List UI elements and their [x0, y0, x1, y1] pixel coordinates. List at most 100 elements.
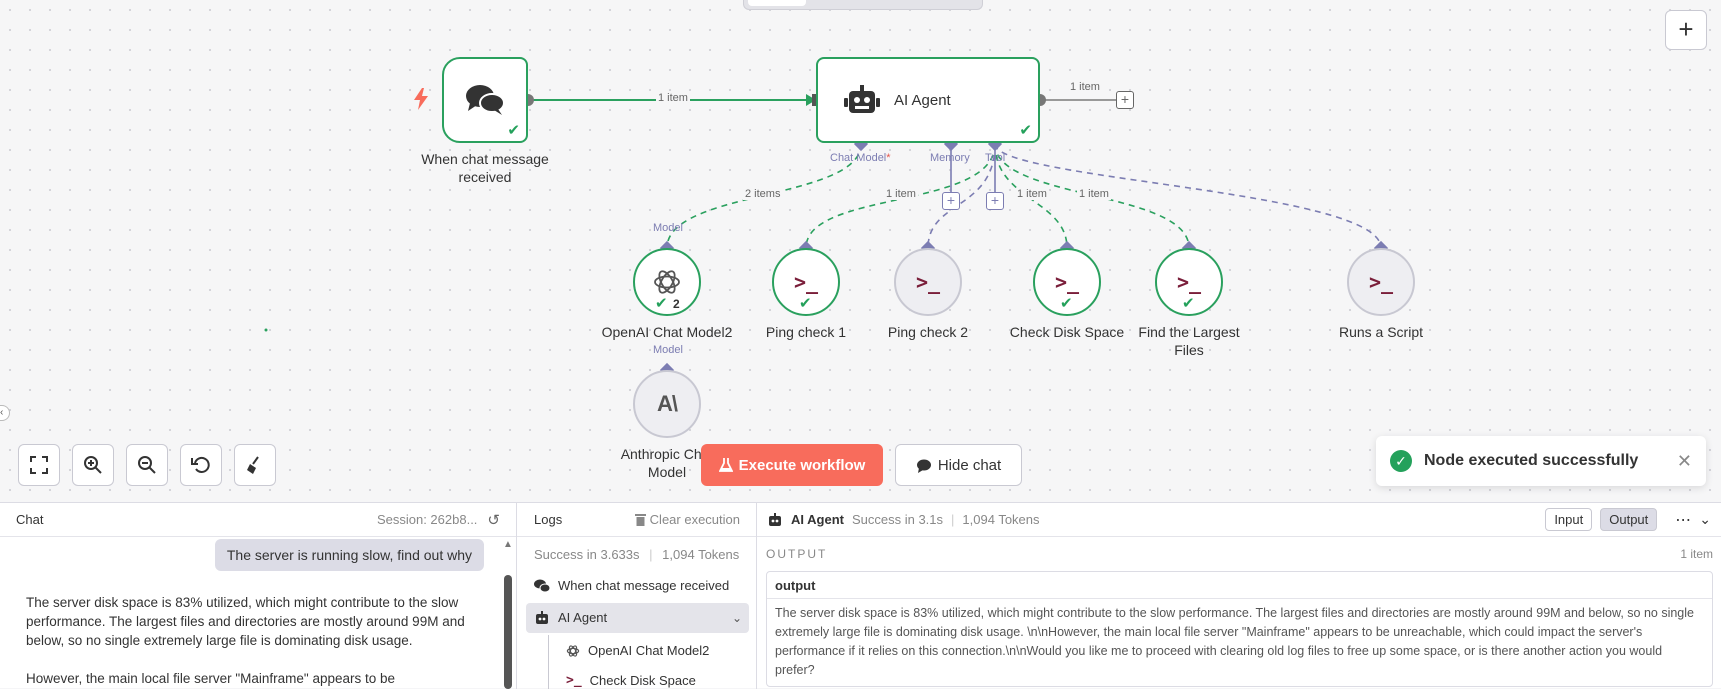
- port-label-model: Model: [653, 222, 683, 234]
- edge-label-disk-items: 1 item: [1015, 188, 1049, 200]
- edge-chatmodel-openai: [666, 143, 862, 249]
- zoom-in-button[interactable]: [72, 444, 114, 486]
- more-options-icon[interactable]: ⋯: [1675, 511, 1692, 529]
- required-asterisk: *: [886, 152, 891, 164]
- output-key: output: [767, 572, 1712, 599]
- canvas-top-tab-active[interactable]: [748, 0, 806, 6]
- chat-session-id: Session: 262b8...: [376, 512, 478, 527]
- chevron-down-icon[interactable]: ⌄: [1699, 511, 1711, 527]
- node-runs-a-script[interactable]: >_: [1347, 248, 1415, 316]
- tidy-up-button[interactable]: [234, 444, 276, 486]
- output-pane: AI Agent Success in 3.1s | 1,094 Tokens …: [757, 503, 1721, 689]
- bottom-panel: Chat Session: 262b8... ↺ The server is r…: [0, 502, 1721, 689]
- reset-session-icon[interactable]: ↺: [487, 511, 500, 529]
- zoom-out-button[interactable]: [126, 444, 168, 486]
- scroll-up-arrow[interactable]: ▲: [503, 539, 513, 550]
- assistant-message: The server disk space is 83% utilized, w…: [26, 595, 465, 648]
- output-item-count: 1 item: [1680, 547, 1713, 561]
- log-item-active-bg: [526, 603, 749, 633]
- chat-bubbles-icon: [466, 85, 505, 115]
- user-message: The server is running slow, find out why: [214, 539, 484, 571]
- openai-logo-icon: [654, 270, 680, 294]
- clear-execution-button[interactable]: Clear execution: [634, 512, 740, 527]
- zoom-in-icon: [84, 456, 102, 474]
- close-icon[interactable]: ✕: [1676, 450, 1692, 471]
- run-count-badge: 2: [673, 297, 680, 311]
- output-status: Success in 3.1s: [851, 512, 944, 527]
- edge-tool-ping1: [805, 143, 996, 249]
- chat-bubbles-icon: [534, 579, 550, 592]
- clear-execution-label: Clear execution: [649, 512, 740, 527]
- node-anthropic-label: Anthropic Chat Model: [620, 446, 714, 480]
- node-disk-label: Check Disk Space: [1009, 324, 1125, 340]
- log-item-label: OpenAI Chat Model2: [588, 643, 710, 658]
- node-largest-label: Find the Largest Files: [1138, 324, 1240, 358]
- node-ping-check-1[interactable]: >_ ✔: [772, 248, 840, 316]
- add-node-button[interactable]: +: [1665, 10, 1707, 50]
- logs-summary-status: Success in 3.633s: [534, 547, 640, 562]
- assistant-message-continued: However, the main local file server "Mai…: [26, 671, 396, 686]
- edge-trigger-agent-arrow: [806, 94, 816, 106]
- node-ai-agent[interactable]: AI Agent ✔: [816, 57, 1040, 143]
- node-anthropic-chat-model[interactable]: A\: [633, 370, 701, 438]
- add-node-after-agent-button[interactable]: +: [1116, 91, 1134, 109]
- terminal-icon: >_: [793, 270, 819, 294]
- chat-scrollbar[interactable]: [504, 575, 512, 689]
- execute-workflow-label: Execute workflow: [738, 456, 866, 474]
- chat-pane: Chat Session: 262b8... ↺ The server is r…: [0, 503, 517, 689]
- terminal-icon: >_: [566, 673, 582, 688]
- node-chat-trigger[interactable]: ✔: [442, 57, 528, 143]
- chat-header: Chat Session: 262b8... ↺: [0, 503, 516, 537]
- fit-view-button[interactable]: [18, 444, 60, 486]
- trash-icon: [634, 514, 646, 526]
- input-tab[interactable]: Input: [1545, 508, 1593, 531]
- node-openai-chat-model[interactable]: ✔ 2: [633, 248, 701, 316]
- log-item-openai[interactable]: OpenAI Chat Model2: [566, 643, 709, 658]
- robot-icon: [536, 610, 548, 624]
- anthropic-logo-icon: A\: [657, 391, 678, 416]
- broom-icon: [247, 456, 259, 474]
- port-label-chat-model-text: Chat Model: [830, 152, 887, 164]
- edge-tool-largest: [994, 143, 1190, 249]
- chat-icon: [916, 459, 931, 473]
- add-tool-button[interactable]: +: [986, 192, 1004, 210]
- workflow-canvas[interactable]: ✔ When chat message received AI Agent ✔ …: [0, 0, 1721, 502]
- node-check-disk-space[interactable]: >_ ✔: [1033, 248, 1101, 316]
- add-memory-button[interactable]: +: [942, 192, 960, 210]
- log-item-label: Check Disk Space: [589, 673, 696, 688]
- node-find-largest-files[interactable]: >_ ✔: [1155, 248, 1223, 316]
- port-label-model-2: Model: [653, 344, 683, 356]
- port-label-memory: Memory: [930, 152, 970, 164]
- node-ping1-label: Ping check 1: [765, 324, 847, 340]
- node-chat-trigger-label: When chat message received: [421, 151, 549, 185]
- edge-tool-ping2: [927, 143, 996, 249]
- robot-icon: [844, 85, 880, 113]
- port-label-chat-model: Chat Model*: [830, 152, 891, 164]
- output-tokens: 1,094 Tokens: [962, 512, 1040, 527]
- node-script-label: Runs a Script: [1338, 324, 1424, 340]
- logs-summary-tokens: 1,094 Tokens: [662, 547, 740, 562]
- undo-icon: [191, 456, 210, 473]
- output-tab[interactable]: Output: [1600, 508, 1658, 531]
- success-check-icon: ✓: [1390, 450, 1412, 472]
- success-check-icon: ✔: [507, 122, 520, 139]
- reset-zoom-button[interactable]: [180, 444, 222, 486]
- agent-input-port: [812, 94, 816, 106]
- hide-chat-button[interactable]: Hide chat: [895, 444, 1022, 486]
- node-ping-check-2[interactable]: >_: [894, 248, 962, 316]
- toast-message: Node executed successfully: [1424, 452, 1639, 469]
- fullscreen-icon: [30, 456, 48, 474]
- execute-workflow-button[interactable]: Execute workflow: [701, 444, 883, 486]
- success-check-icon: ✔: [1182, 295, 1195, 312]
- log-item-chat-trigger[interactable]: When chat message received: [534, 578, 729, 593]
- log-item-label: AI Agent: [558, 610, 608, 625]
- edge-tool-script: [994, 143, 1382, 249]
- log-item-ai-agent[interactable]: AI Agent ⌄: [534, 610, 742, 625]
- log-item-check-disk[interactable]: >_ Check Disk Space: [566, 673, 696, 688]
- zoom-out-icon: [138, 456, 156, 474]
- success-check-icon: ✔: [1060, 295, 1073, 312]
- canvas-top-tabs[interactable]: [743, 0, 983, 10]
- edge-label-largest-items: 1 item: [1077, 188, 1111, 200]
- chevron-down-icon[interactable]: ⌄: [731, 610, 742, 625]
- success-toast: ✓ Node executed successfully ✕: [1376, 436, 1706, 486]
